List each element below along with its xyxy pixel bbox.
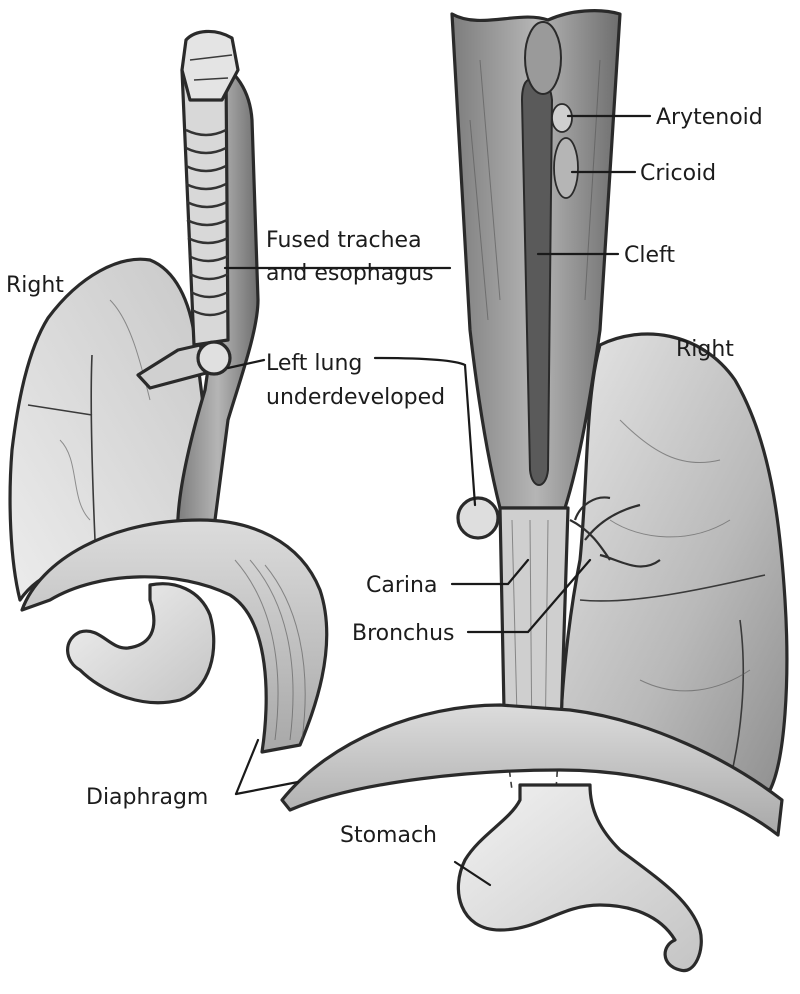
label-stomach: Stomach xyxy=(340,823,437,848)
label-carina: Carina xyxy=(366,573,437,598)
stomach-right-figure xyxy=(456,783,703,973)
bronchus-branches xyxy=(569,496,661,568)
label-left-lung-line2: underdeveloped xyxy=(266,385,445,410)
left-bronchus-stub xyxy=(136,343,212,390)
left-lung-bud xyxy=(196,340,232,376)
leader-diaphragm-b xyxy=(234,780,300,796)
leader-left-lung xyxy=(373,356,477,507)
diaphragm-left-figure xyxy=(20,518,329,754)
stomach-left-figure xyxy=(66,582,216,705)
epiglottis-shape xyxy=(524,21,562,95)
label-left-lung-line1: Left lung xyxy=(266,351,362,376)
cricoid-shape xyxy=(553,137,579,199)
diaphragm-right-figure xyxy=(280,703,784,837)
leader-carina xyxy=(450,558,530,586)
label-fused-line2: and esophagus xyxy=(266,261,434,286)
label-right-left-figure: Right xyxy=(6,273,64,298)
right-figure xyxy=(280,9,789,973)
label-diaphragm: Diaphragm xyxy=(86,785,208,810)
tracheal-rings xyxy=(185,128,229,317)
label-bronchus: Bronchus xyxy=(352,621,455,646)
label-cleft: Cleft xyxy=(624,243,675,268)
leader-lines xyxy=(223,114,652,887)
leader-left-lung-left xyxy=(226,358,266,370)
arytenoid-shape xyxy=(551,103,573,133)
larynx-left-figure xyxy=(180,29,240,102)
label-arytenoid: Arytenoid xyxy=(656,105,763,130)
leader-stomach xyxy=(453,860,492,887)
leader-diaphragm-a xyxy=(234,738,260,796)
label-cricoid: Cricoid xyxy=(640,161,716,186)
label-fused-line1: Fused trachea xyxy=(266,228,422,253)
leader-bronchus xyxy=(466,558,592,634)
left-figure xyxy=(8,29,329,754)
left-lung-bud-right-figure xyxy=(456,496,500,540)
label-right-right-figure: Right xyxy=(676,337,734,362)
